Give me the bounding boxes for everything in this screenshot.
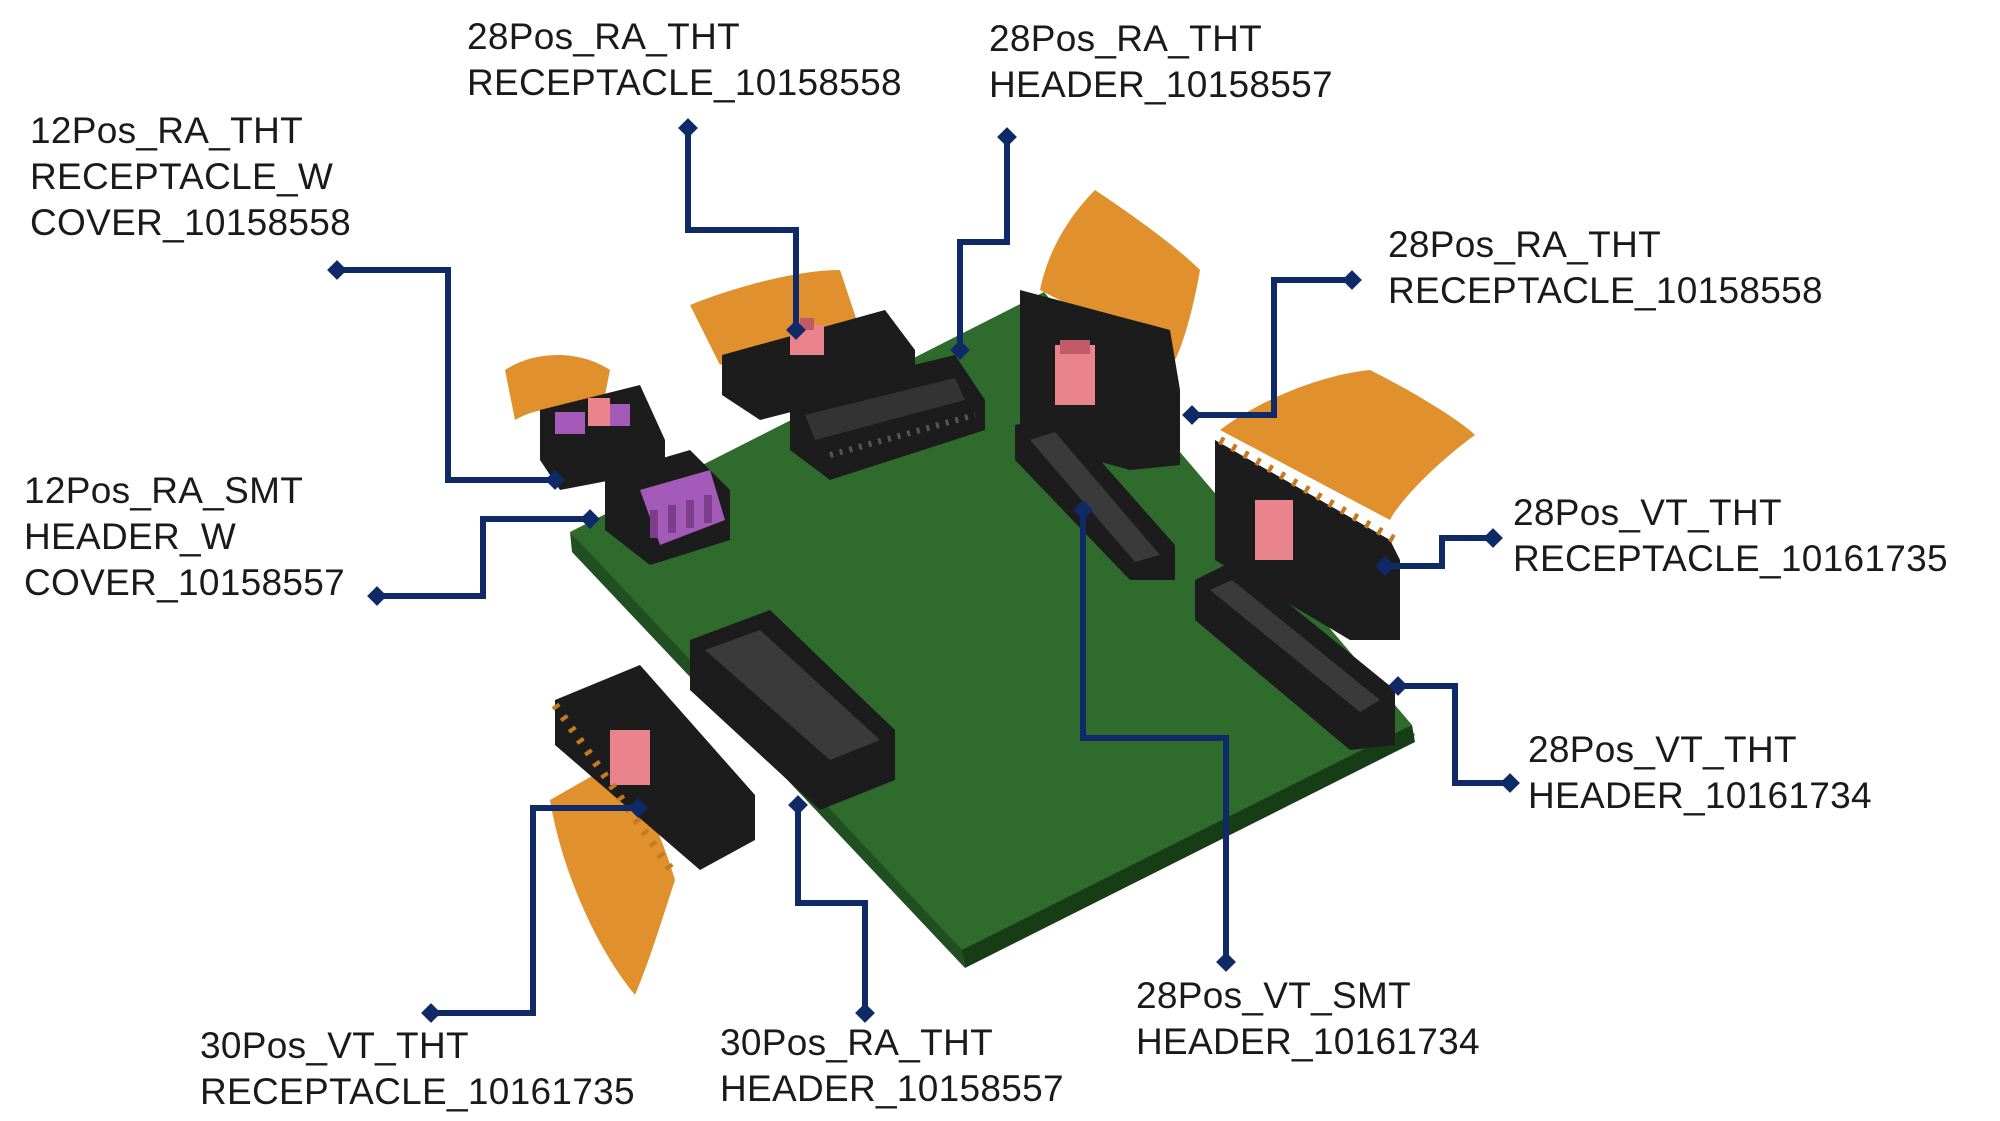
label-line: HEADER_10158557 — [989, 64, 1333, 105]
leader-line-28pos-vt-tht-header — [1398, 683, 1510, 786]
leader-marker — [1500, 773, 1520, 793]
leader-marker — [788, 795, 808, 815]
label-28pos-ra-tht-receptacle-top: 28Pos_RA_THT RECEPTACLE_10158558 — [467, 14, 902, 106]
leader-marker — [997, 127, 1017, 147]
leader-line-30pos-ra-tht-header — [795, 805, 868, 1013]
leader-marker — [1388, 676, 1408, 696]
connector-28pos-ra-tht-header-top — [790, 355, 985, 480]
label-30pos-vt-tht-receptacle: 30Pos_VT_THT RECEPTACLE_10161735 — [200, 1023, 635, 1115]
leader-line-28pos-ra-tht-receptacle-right — [1192, 277, 1352, 418]
label-12pos-ra-smt-header: 12Pos_RA_SMT HEADER_W COVER_10158557 — [24, 468, 345, 606]
leader-marker — [545, 470, 565, 490]
label-line: HEADER_10161734 — [1136, 1021, 1480, 1062]
leader-line-30pos-vt-tht-receptacle — [431, 805, 638, 1016]
label-line: 28Pos_RA_THT — [989, 18, 1262, 59]
leader-line-28pos-vt-smt-header — [1080, 510, 1229, 962]
connector-12pos-ra-tht-receptacle — [505, 355, 665, 490]
label-line: RECEPTACLE_10158558 — [467, 62, 902, 103]
leader-marker — [628, 798, 648, 818]
label-line: 28Pos_VT_THT — [1528, 729, 1797, 770]
leader-line-12pos-ra-tht-receptacle — [337, 267, 555, 483]
label-line: 30Pos_VT_THT — [200, 1025, 469, 1066]
connector-28pos-vt-smt-header — [1015, 415, 1175, 580]
leader-line-12pos-ra-smt-header — [377, 516, 590, 599]
label-12pos-ra-tht-receptacle: 12Pos_RA_THT RECEPTACLE_W COVER_10158558 — [30, 108, 351, 246]
connector-28pos-vt-tht-header — [1195, 560, 1395, 750]
leader-line-28pos-vt-tht-receptacle — [1385, 535, 1493, 569]
leader-marker — [950, 340, 970, 360]
connector-30pos-vt-tht-receptacle — [550, 665, 755, 995]
label-line: HEADER_10161734 — [1528, 775, 1872, 816]
label-line: RECEPTACLE_10158558 — [1388, 270, 1823, 311]
leader-marker — [327, 260, 347, 280]
label-line: RECEPTACLE_10161735 — [200, 1071, 635, 1112]
label-line: 28Pos_RA_THT — [1388, 224, 1661, 265]
label-30pos-ra-tht-header: 30Pos_RA_THT HEADER_10158557 — [720, 1020, 1064, 1112]
leader-marker — [421, 1003, 441, 1023]
label-28pos-vt-smt-header: 28Pos_VT_SMT HEADER_10161734 — [1136, 973, 1480, 1065]
connector-12pos-ra-smt-header — [605, 450, 730, 565]
label-line: 28Pos_VT_SMT — [1136, 975, 1412, 1016]
connector-30pos-ra-tht-header — [690, 610, 895, 810]
leader-marker — [855, 1003, 875, 1023]
label-line: 28Pos_VT_THT — [1513, 492, 1782, 533]
label-line: COVER_10158558 — [30, 202, 351, 243]
leader-marker — [367, 586, 387, 606]
leader-marker — [1182, 405, 1202, 425]
label-28pos-ra-tht-header-top: 28Pos_RA_THT HEADER_10158557 — [989, 16, 1333, 108]
leader-marker — [1375, 556, 1395, 576]
label-line: RECEPTACLE_10161735 — [1513, 538, 1948, 579]
label-28pos-vt-tht-header: 28Pos_VT_THT HEADER_10161734 — [1528, 727, 1872, 819]
label-line: 28Pos_RA_THT — [467, 16, 740, 57]
leader-marker — [786, 320, 806, 340]
leader-marker — [678, 118, 698, 138]
label-28pos-ra-tht-receptacle-right: 28Pos_RA_THT RECEPTACLE_10158558 — [1388, 222, 1823, 314]
label-line: HEADER_W — [24, 516, 237, 557]
leader-marker — [1216, 952, 1236, 972]
leader-line-28pos-ra-tht-header-top — [957, 137, 1010, 350]
label-line: HEADER_10158557 — [720, 1068, 1064, 1109]
label-line: COVER_10158557 — [24, 562, 345, 603]
label-line: 30Pos_RA_THT — [720, 1022, 993, 1063]
label-line: 12Pos_RA_SMT — [24, 470, 304, 511]
leader-line-28pos-ra-tht-receptacle-top — [685, 128, 799, 330]
leader-marker — [1342, 270, 1362, 290]
connector-28pos-ra-tht-receptacle-top — [690, 270, 915, 420]
connector-28pos-vt-tht-receptacle — [1215, 370, 1475, 640]
leader-marker — [1483, 528, 1503, 548]
label-line: 12Pos_RA_THT — [30, 110, 303, 151]
label-line: RECEPTACLE_W — [30, 156, 334, 197]
label-28pos-vt-tht-receptacle: 28Pos_VT_THT RECEPTACLE_10161735 — [1513, 490, 1948, 582]
leader-marker — [1073, 500, 1093, 520]
